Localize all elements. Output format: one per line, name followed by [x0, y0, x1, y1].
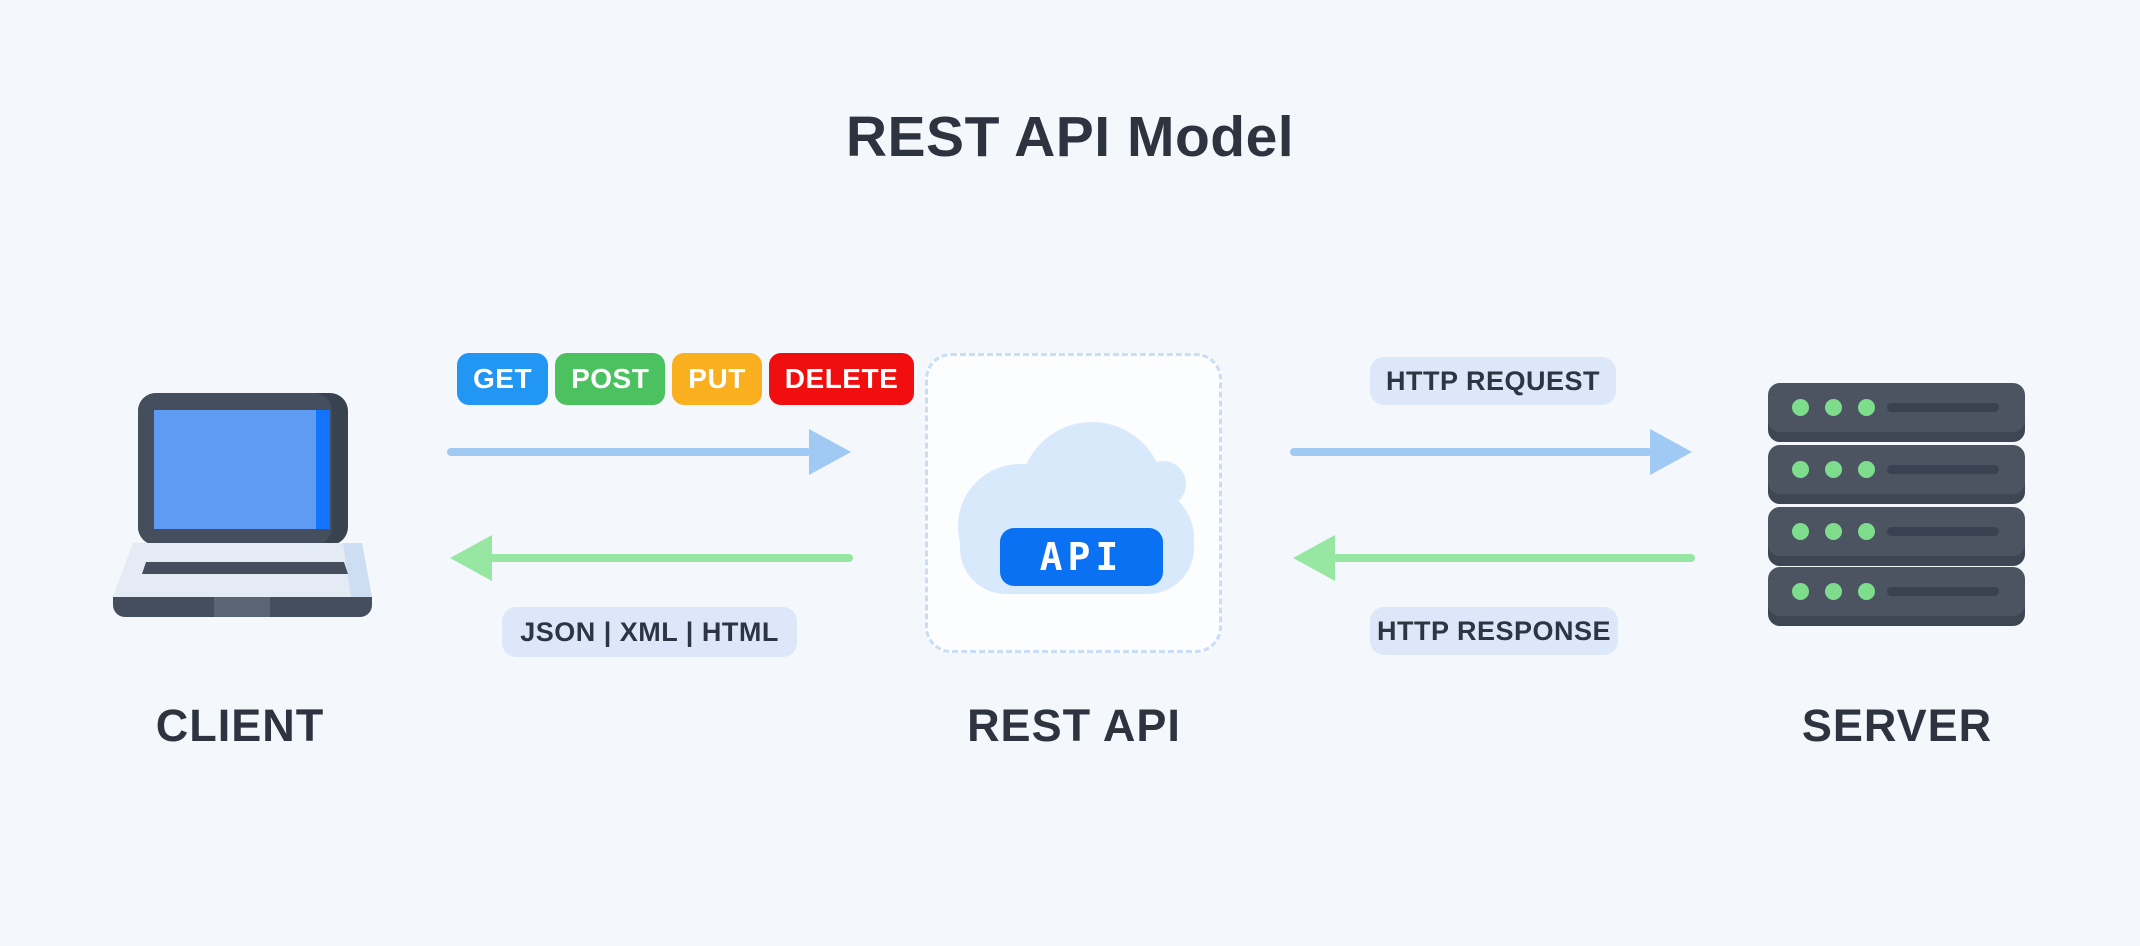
http-response-pill: HTTP RESPONSE — [1370, 607, 1618, 655]
client-label: CLIENT — [155, 700, 325, 751]
server-unit — [1768, 567, 2025, 626]
http-request-pill: HTTP REQUEST — [1370, 357, 1616, 405]
method-badge-put: PUT — [672, 353, 762, 405]
status-dot-icon — [1792, 583, 1809, 600]
server-unit — [1768, 445, 2025, 504]
rest-api-box: API — [925, 353, 1222, 653]
method-badge-delete: DELETE — [768, 353, 915, 405]
status-dot-icon — [1858, 461, 1875, 478]
status-dot-icon — [1825, 461, 1842, 478]
server-unit — [1768, 383, 2025, 442]
status-dot-icon — [1825, 399, 1842, 416]
request-arrow-right-line — [1290, 448, 1652, 456]
response-arrow-right-head-icon — [1293, 535, 1335, 581]
status-dot-icon — [1792, 461, 1809, 478]
server-label: SERVER — [1801, 700, 1993, 751]
status-dot-icon — [1858, 523, 1875, 540]
request-arrow-left-head-icon — [809, 429, 851, 475]
status-dot-icon — [1825, 583, 1842, 600]
page-title: REST API Model — [845, 105, 1295, 169]
drive-slot-icon — [1887, 465, 1999, 474]
request-arrow-right-head-icon — [1650, 429, 1692, 475]
server-icon — [1768, 383, 2025, 627]
rest-api-label: REST API — [967, 700, 1181, 751]
drive-slot-icon — [1887, 403, 1999, 412]
method-badge-get: GET — [457, 353, 549, 405]
status-dot-icon — [1792, 523, 1809, 540]
status-dot-icon — [1858, 583, 1875, 600]
drive-slot-icon — [1887, 527, 1999, 536]
response-arrow-left-line — [489, 554, 853, 562]
response-arrow-right-line — [1332, 554, 1695, 562]
status-dot-icon — [1858, 399, 1875, 416]
laptop-icon — [113, 393, 372, 617]
drive-slot-icon — [1887, 587, 1999, 596]
server-unit — [1768, 507, 2025, 566]
status-dot-icon — [1792, 399, 1809, 416]
request-arrow-left-line — [447, 448, 811, 456]
response-formats-pill: JSON | XML | HTML — [502, 607, 797, 657]
status-dot-icon — [1825, 523, 1842, 540]
method-badge-post: POST — [555, 353, 666, 405]
api-badge: API — [1000, 528, 1163, 586]
response-arrow-left-head-icon — [450, 535, 492, 581]
